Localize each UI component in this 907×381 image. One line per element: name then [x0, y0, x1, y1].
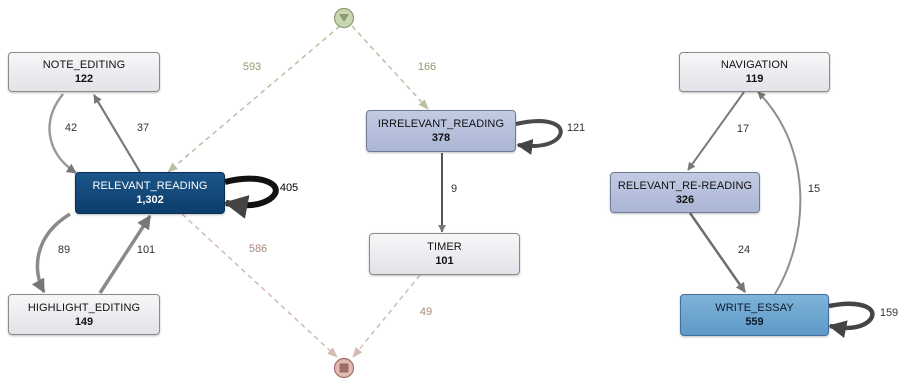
node-highlight-editing-count: 149	[74, 315, 94, 328]
edge-label-relevant-to-note: 37	[136, 122, 150, 134]
edge-label-start-to-irrelevant: 166	[417, 61, 437, 73]
node-relevant-re-reading[interactable]: RELEVANT_RE-READING 326	[610, 172, 760, 213]
node-write-essay-count: 559	[745, 316, 764, 328]
edge-start-to-relevant-reading[interactable]	[167, 25, 341, 173]
edge-navigation-to-relevant-re-reading[interactable]	[687, 91, 745, 171]
edge-relevant-reading-to-highlight-editing[interactable]	[31, 212, 71, 294]
node-relevant-reading[interactable]: RELEVANT_READING 1,302	[75, 172, 225, 214]
edge-label-timer-to-end: 49	[419, 306, 433, 318]
start-node[interactable]	[333, 7, 355, 29]
node-navigation[interactable]: NAVIGATION 119	[679, 52, 830, 92]
edge-write-essay-self-loop[interactable]	[828, 301, 875, 338]
end-node[interactable]	[333, 357, 355, 379]
edge-label-relevant-self: 405	[279, 182, 299, 194]
edge-relevant-reading-to-note-editing[interactable]	[93, 94, 141, 173]
edge-label-relevant-to-highlight: 89	[57, 244, 71, 256]
edge-irrelevant-reading-self-loop[interactable]	[515, 119, 563, 155]
edge-label-write-to-navigation: 15	[807, 183, 821, 195]
node-write-essay[interactable]: WRITE_ESSAY 559	[680, 294, 829, 336]
edge-timer-to-end[interactable]	[352, 274, 421, 358]
node-navigation-count: 119	[745, 73, 764, 85]
node-write-essay-label: WRITE_ESSAY	[715, 302, 794, 314]
node-timer-label: TIMER	[427, 241, 462, 253]
edge-label-start-to-relevant: 593	[242, 61, 262, 73]
end-square-icon	[339, 363, 349, 373]
node-relevant-reading-count: 1,302	[136, 194, 164, 206]
node-irrelevant-reading-count: 378	[431, 132, 451, 144]
edge-write-essay-to-navigation[interactable]	[757, 91, 802, 295]
node-irrelevant-reading[interactable]: IRRELEVANT_READING 378	[366, 110, 516, 152]
edge-start-to-irrelevant-reading[interactable]	[351, 25, 429, 110]
edge-highlight-editing-to-relevant-reading[interactable]	[98, 214, 152, 294]
node-note-editing-label: NOTE_EDITING	[42, 59, 126, 71]
edge-label-irrelevant-to-timer: 9	[450, 183, 458, 195]
node-navigation-label: NAVIGATION	[720, 59, 789, 71]
edge-relevant-reading-self-loop[interactable]	[223, 175, 279, 219]
edge-relevant-re-reading-to-write-essay[interactable]	[688, 212, 747, 293]
node-relevant-re-reading-label: RELEVANT_RE-READING	[617, 179, 753, 192]
node-relevant-re-reading-count: 326	[675, 193, 695, 206]
node-timer-count: 101	[435, 255, 454, 267]
node-highlight-editing[interactable]: HIGHLIGHT_EDITING 149	[8, 294, 160, 335]
start-triangle-icon	[339, 14, 349, 22]
edge-label-note-to-relevant: 42	[64, 122, 78, 134]
edge-label-navigation-to-rereading: 17	[736, 123, 750, 135]
node-note-editing-count: 122	[74, 73, 94, 85]
node-timer[interactable]: TIMER 101	[369, 233, 520, 275]
edge-label-relevant-to-end: 586	[248, 243, 268, 255]
node-note-editing[interactable]: NOTE_EDITING 122	[8, 52, 160, 92]
node-relevant-reading-label: RELEVANT_READING	[92, 180, 208, 192]
edge-note-editing-to-relevant-reading[interactable]	[48, 93, 77, 175]
edge-relevant-reading-to-end[interactable]	[181, 213, 338, 358]
node-highlight-editing-label: HIGHLIGHT_EDITING	[27, 301, 141, 314]
edge-label-irrelevant-self: 121	[566, 122, 586, 134]
edge-label-rereading-to-write: 24	[737, 244, 751, 256]
edge-label-highlight-to-relevant: 101	[136, 244, 156, 256]
edge-label-write-self: 159	[879, 307, 899, 319]
node-irrelevant-reading-label: IRRELEVANT_READING	[377, 118, 505, 130]
